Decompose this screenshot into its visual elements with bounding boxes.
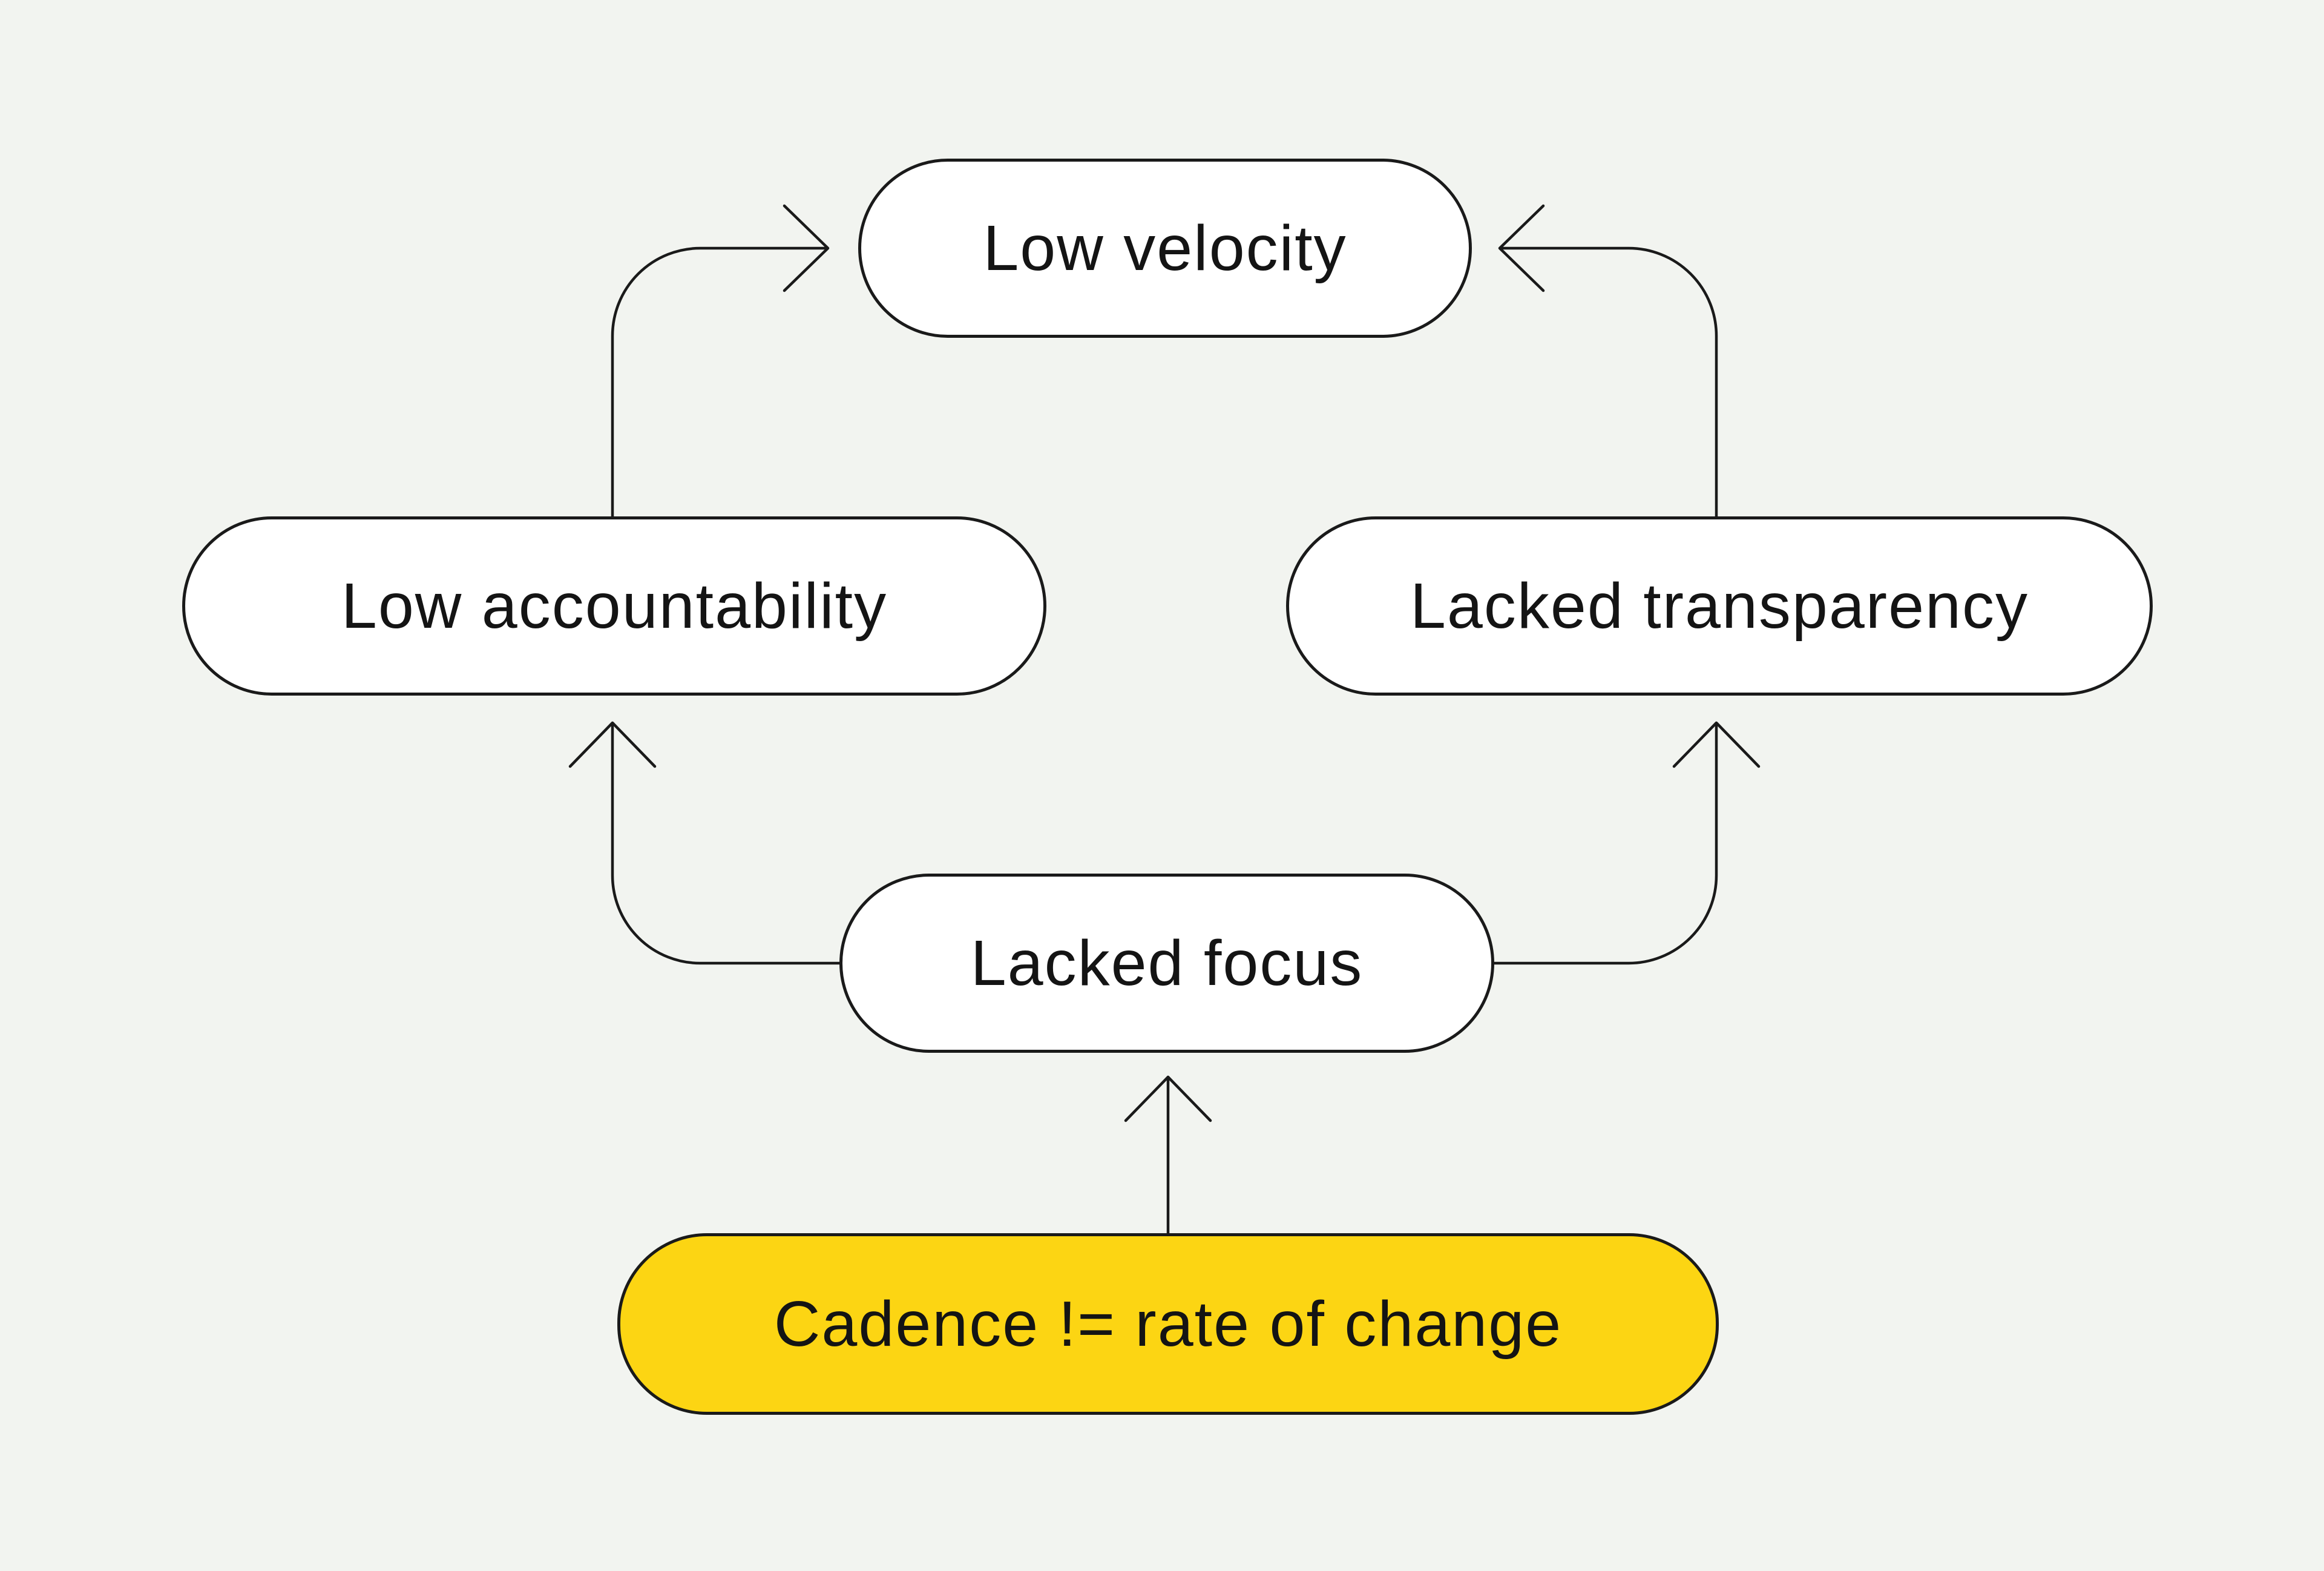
node-cadence-rate-of-change[interactable]: Cadence != rate of change	[617, 1233, 1719, 1415]
node-low-accountability[interactable]: Low accountability	[182, 516, 1046, 696]
edge-lacked-focus-to-low-accountability	[568, 721, 841, 965]
edge-cadence-to-lacked-focus	[1124, 1075, 1212, 1235]
node-low-accountability-label: Low accountability	[341, 570, 888, 642]
node-low-velocity[interactable]: Low velocity	[858, 159, 1472, 338]
node-lacked-focus-label: Lacked focus	[970, 927, 1364, 999]
node-cadence-rate-of-change-label: Cadence != rate of change	[773, 1288, 1563, 1360]
node-lacked-transparency[interactable]: Lacked transparency	[1286, 516, 2153, 696]
edge-low-accountability-to-low-velocity	[611, 204, 830, 518]
node-low-velocity-label: Low velocity	[983, 212, 1347, 284]
edge-lacked-focus-to-lacked-transparency	[1492, 721, 1761, 965]
edge-lacked-transparency-to-low-velocity	[1498, 204, 1718, 518]
node-lacked-transparency-label: Lacked transparency	[1410, 570, 2029, 642]
node-lacked-focus[interactable]: Lacked focus	[839, 874, 1494, 1053]
